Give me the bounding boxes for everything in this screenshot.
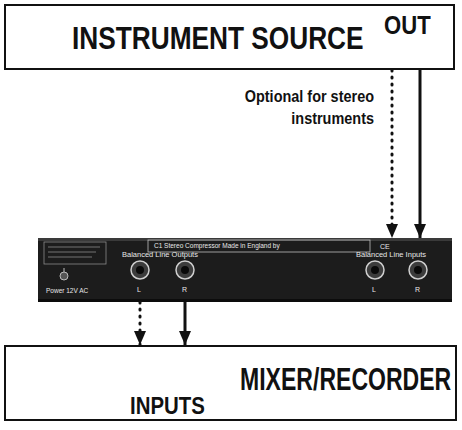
power-socket [60,268,68,280]
channel-label: L [137,286,141,293]
box-title: MIXER/RECORDER [240,363,451,395]
info-plate [44,242,106,264]
model-plate-text: C1 Stereo Compressor Made in England by [154,243,280,250]
power-label: Power 12V AC [46,288,88,295]
panel-legend: Balanced Line Inputs [356,251,426,259]
optional-signal-arrow [391,70,394,238]
rear-panel [38,238,452,302]
panel-edge [38,299,452,302]
signal-arrow [419,70,422,238]
channel-label: L [372,286,376,293]
info-plate-lines [48,247,100,257]
panel-legend: Balanced Line Outputs [122,251,198,259]
port-label: OUT [384,12,431,38]
channel-label: R [415,286,420,293]
port-label: INPUTS [130,394,205,418]
source-box: INSTRUMENT SOURCE OUT [4,4,455,70]
channel-label: R [182,286,187,293]
panel-edge [38,238,452,241]
jack-sockets [131,261,427,279]
optional-signal-arrow [139,302,142,345]
mixer-box: MIXER/RECORDER INPUTS [4,345,457,421]
signal-arrow [184,302,187,345]
ce-mark: CE [380,243,390,250]
edge-label: Optional for stereo instruments [204,86,374,130]
box-title: INSTRUMENT SOURCE [72,22,364,54]
